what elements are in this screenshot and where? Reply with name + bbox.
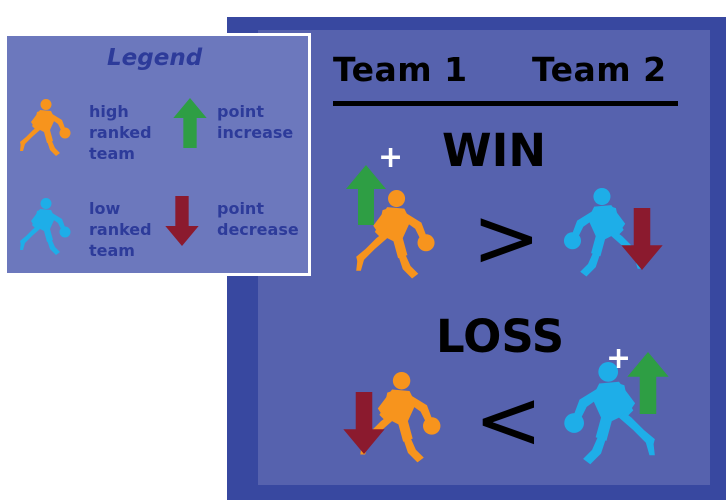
plus-sign: +: [606, 341, 632, 376]
team2-label: Team 2: [532, 50, 667, 89]
loss-heading: LOSS: [436, 310, 565, 363]
legend-point-increase-label: point increase: [217, 102, 294, 142]
greater-than-sign: >: [472, 191, 541, 286]
win-heading: WIN: [442, 124, 547, 177]
less-than-sign: <: [474, 373, 543, 468]
arrow-down-icon: [165, 196, 199, 246]
plus-sign: +: [378, 140, 404, 175]
team1-label: Team 1: [333, 50, 468, 89]
arrow-down-icon: [621, 208, 663, 270]
legend-point-decrease-label: point decrease: [217, 199, 299, 239]
arrow-down-icon: [343, 392, 385, 454]
legend-low-ranked-label: low ranked team: [89, 199, 152, 260]
arrow-up-icon: [173, 98, 207, 148]
low-ranked-player-icon: [20, 198, 71, 255]
legend-panel: Legend high ranked team point increase l…: [4, 33, 311, 276]
header-divider: [333, 101, 678, 106]
high-ranked-player-icon: [20, 99, 71, 156]
legend-title: Legend: [107, 45, 203, 71]
legend-high-ranked-label: high ranked team: [89, 102, 152, 163]
